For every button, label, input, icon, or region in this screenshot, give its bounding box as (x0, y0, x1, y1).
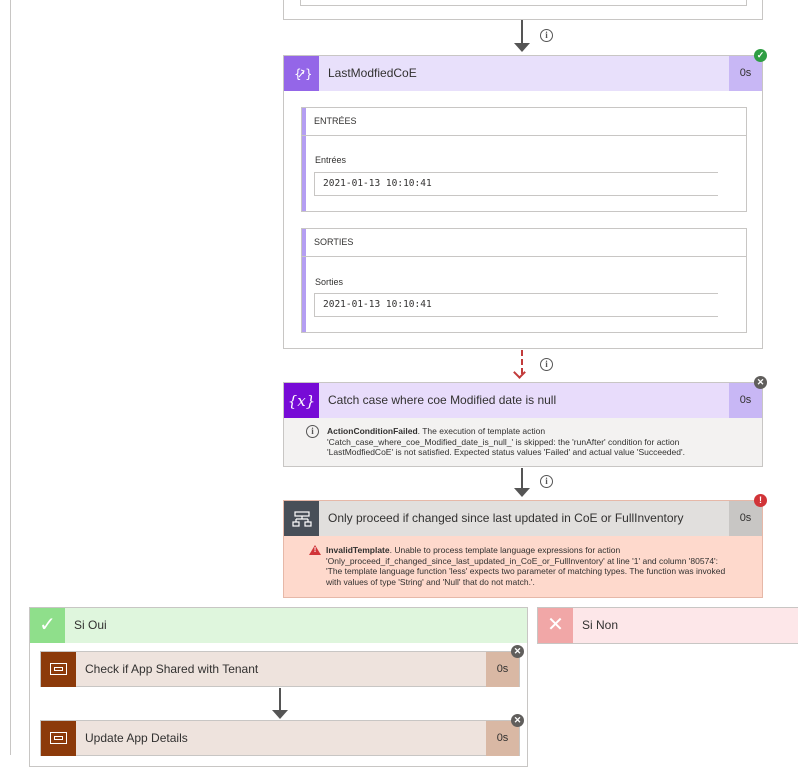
check-app-shared-title: Check if App Shared with Tenant (85, 662, 259, 676)
dataverse-icon (41, 721, 76, 756)
check-icon: ✓ (30, 608, 65, 643)
section-accent (302, 229, 306, 332)
info-icon: i (306, 425, 319, 438)
section-divider (302, 135, 746, 136)
condition-message: InvalidTemplate. Unable to process templ… (326, 545, 726, 587)
error-exclamation-icon: ! (754, 494, 767, 507)
check-app-shared-card[interactable]: Check if App Shared with Tenant 0s (40, 651, 520, 687)
info-icon[interactable]: i (540, 475, 553, 488)
skipped-x-icon: ✕ (511, 714, 524, 727)
error-text: . The execution of template action 'Catc… (327, 426, 685, 457)
svg-text:{: { (294, 67, 302, 81)
canvas-left-border (10, 0, 11, 755)
outputs-value[interactable]: 2021-01-13 10:10:41 (314, 293, 718, 317)
last-modified-title: LastModfiedCoE (328, 66, 417, 80)
skipped-connector (521, 350, 523, 374)
check-app-shared-duration: 0s (486, 652, 519, 687)
inputs-label: Entrées (315, 155, 347, 165)
last-modified-duration: 0s (729, 56, 762, 91)
section-divider (302, 256, 746, 257)
warning-icon (309, 545, 321, 555)
catch-case-duration: 0s (729, 383, 762, 418)
arrow-down-icon (514, 43, 530, 52)
last-modified-header[interactable]: { } LastModfiedCoE 0s (284, 56, 762, 91)
condition-icon (284, 501, 319, 536)
dataverse-icon (41, 652, 76, 687)
error-text: . Unable to process template language ex… (326, 545, 726, 587)
catch-case-message: ActionConditionFailed. The execution of … (327, 426, 732, 458)
section-accent (302, 108, 306, 211)
variable-icon: { } (284, 56, 319, 91)
info-icon[interactable]: i (540, 29, 553, 42)
outputs-header: SORTIES (314, 237, 354, 247)
error-code: InvalidTemplate (326, 545, 390, 555)
connector-arrow (521, 20, 523, 46)
last-modified-card[interactable]: { } LastModfiedCoE 0s ENTRÉES Entrées 20… (283, 55, 763, 349)
arrow-down-icon (272, 710, 288, 719)
update-app-details-card[interactable]: Update App Details 0s (40, 720, 520, 756)
success-check-icon: ✓ (754, 49, 767, 62)
outputs-label: Sorties (315, 277, 344, 287)
condition-duration: 0s (729, 501, 762, 536)
inputs-header: ENTRÉES (314, 116, 357, 126)
skipped-x-icon: ✕ (754, 376, 767, 389)
branch-yes-header[interactable]: ✓ Si Oui (30, 608, 527, 643)
warning-mark: ! (313, 547, 317, 554)
inputs-section: ENTRÉES Entrées 2021-01-13 10:10:41 (301, 107, 747, 212)
update-app-details-title: Update App Details (85, 731, 188, 745)
arrow-down-icon (513, 366, 526, 379)
branch-yes: ✓ Si Oui Check if App Shared with Tenant… (29, 607, 528, 767)
variable-x-icon: {x} (284, 383, 319, 418)
branch-no[interactable]: ✕ Si Non (537, 607, 798, 644)
arrow-down-icon (514, 488, 530, 497)
condition-card[interactable]: Only proceed if changed since last updat… (283, 500, 763, 598)
branch-yes-label: Si Oui (74, 618, 107, 632)
skipped-x-icon: ✕ (511, 645, 524, 658)
catch-case-header[interactable]: {x} Catch case where coe Modified date i… (284, 383, 762, 418)
previous-action-inner-box (300, 0, 747, 6)
catch-case-card[interactable]: {x} Catch case where coe Modified date i… (283, 382, 763, 467)
catch-case-title: Catch case where coe Modified date is nu… (328, 393, 557, 407)
error-code: ActionConditionFailed (327, 426, 418, 436)
branch-no-label: Si Non (582, 618, 619, 632)
connector-arrow (521, 468, 523, 490)
condition-header[interactable]: Only proceed if changed since last updat… (284, 501, 762, 536)
close-x-icon: ✕ (538, 608, 573, 643)
info-icon[interactable]: i (540, 358, 553, 371)
inputs-value[interactable]: 2021-01-13 10:10:41 (314, 172, 718, 196)
outputs-section: SORTIES Sorties 2021-01-13 10:10:41 (301, 228, 747, 333)
svg-text:}: } (305, 67, 311, 81)
connector-arrow (279, 688, 281, 712)
update-app-details-duration: 0s (486, 721, 519, 756)
condition-title: Only proceed if changed since last updat… (328, 511, 684, 525)
